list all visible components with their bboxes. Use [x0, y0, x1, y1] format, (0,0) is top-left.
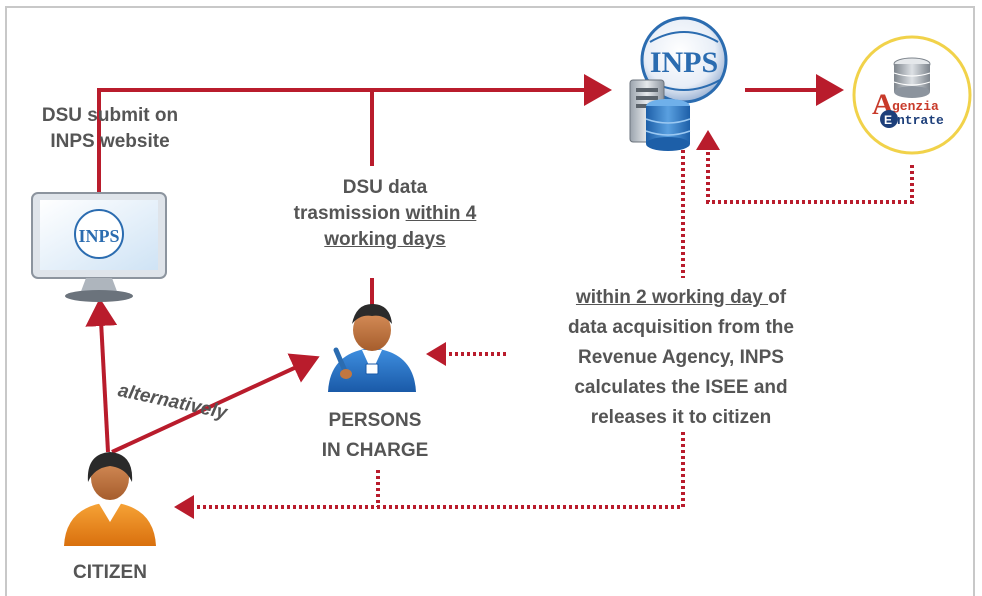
- transmission-line3: working days: [324, 229, 446, 250]
- inps-to-citizen-dotted-line-lower: [174, 432, 685, 519]
- acquisition-line3: Revenue Agency, INPS: [578, 347, 784, 368]
- acquisition-line1-plain: of: [768, 287, 787, 308]
- transmission-label: DSU data trasmission within 4 working da…: [240, 175, 530, 253]
- persons-line1: PERSONS: [328, 410, 422, 431]
- inps-monitor-icon: INPS: [31, 192, 167, 302]
- solid-flow-lines: [85, 74, 844, 454]
- agenzia-top-text: genzia: [892, 99, 939, 114]
- persons-in-charge-icon: [328, 304, 416, 392]
- acquisition-line1: within 2 working day of: [505, 283, 857, 313]
- citizen-label: CITIZEN: [73, 562, 147, 583]
- inps-server-icon: INPS: [629, 16, 728, 151]
- agenzia-letter-e: E: [884, 113, 892, 127]
- diagram-frame: [5, 6, 975, 596]
- agenzia-to-inps-dotted-arrow: [696, 130, 914, 204]
- acquisition-label: within 2 working day of data acquisition…: [505, 283, 857, 433]
- persons-in-charge-label: PERSONS IN CHARGE: [300, 406, 450, 466]
- dotted-flow-lines: [174, 130, 914, 519]
- acquisition-line2: data acquisition from the: [568, 317, 794, 338]
- transmission-line2-plain: trasmission: [293, 203, 406, 224]
- citizen-to-monitor-arrow: [85, 298, 118, 453]
- persons-line2: IN CHARGE: [321, 440, 429, 461]
- acquisition-line4: calculates the ISEE and: [574, 377, 788, 398]
- agenzia-bottom-text: ntrate: [897, 113, 944, 128]
- transmission-line2: trasmission within 4: [240, 201, 530, 227]
- acquisition-line5: releases it to citizen: [590, 407, 772, 428]
- transmission-line2-underlined: within 4: [405, 203, 477, 224]
- citizen-to-persons-arrow: [111, 353, 320, 454]
- acquisition-line1-underlined: within 2 working day: [575, 287, 769, 308]
- monitor-inps-logo-text: INPS: [78, 226, 119, 246]
- dsu-submit-line2: INPS website: [50, 131, 170, 152]
- transmission-line1: DSU data: [342, 177, 428, 198]
- monitor-to-inps-arrow: [97, 74, 612, 192]
- dsu-submit-label: DSU submit on INPS website: [10, 103, 210, 155]
- dsu-submit-line1: DSU submit on: [41, 105, 179, 126]
- citizen-icon: [64, 452, 156, 546]
- inps-logo-text: INPS: [650, 46, 718, 79]
- agenzia-entrate-icon: A genzia E ntrate: [852, 35, 972, 155]
